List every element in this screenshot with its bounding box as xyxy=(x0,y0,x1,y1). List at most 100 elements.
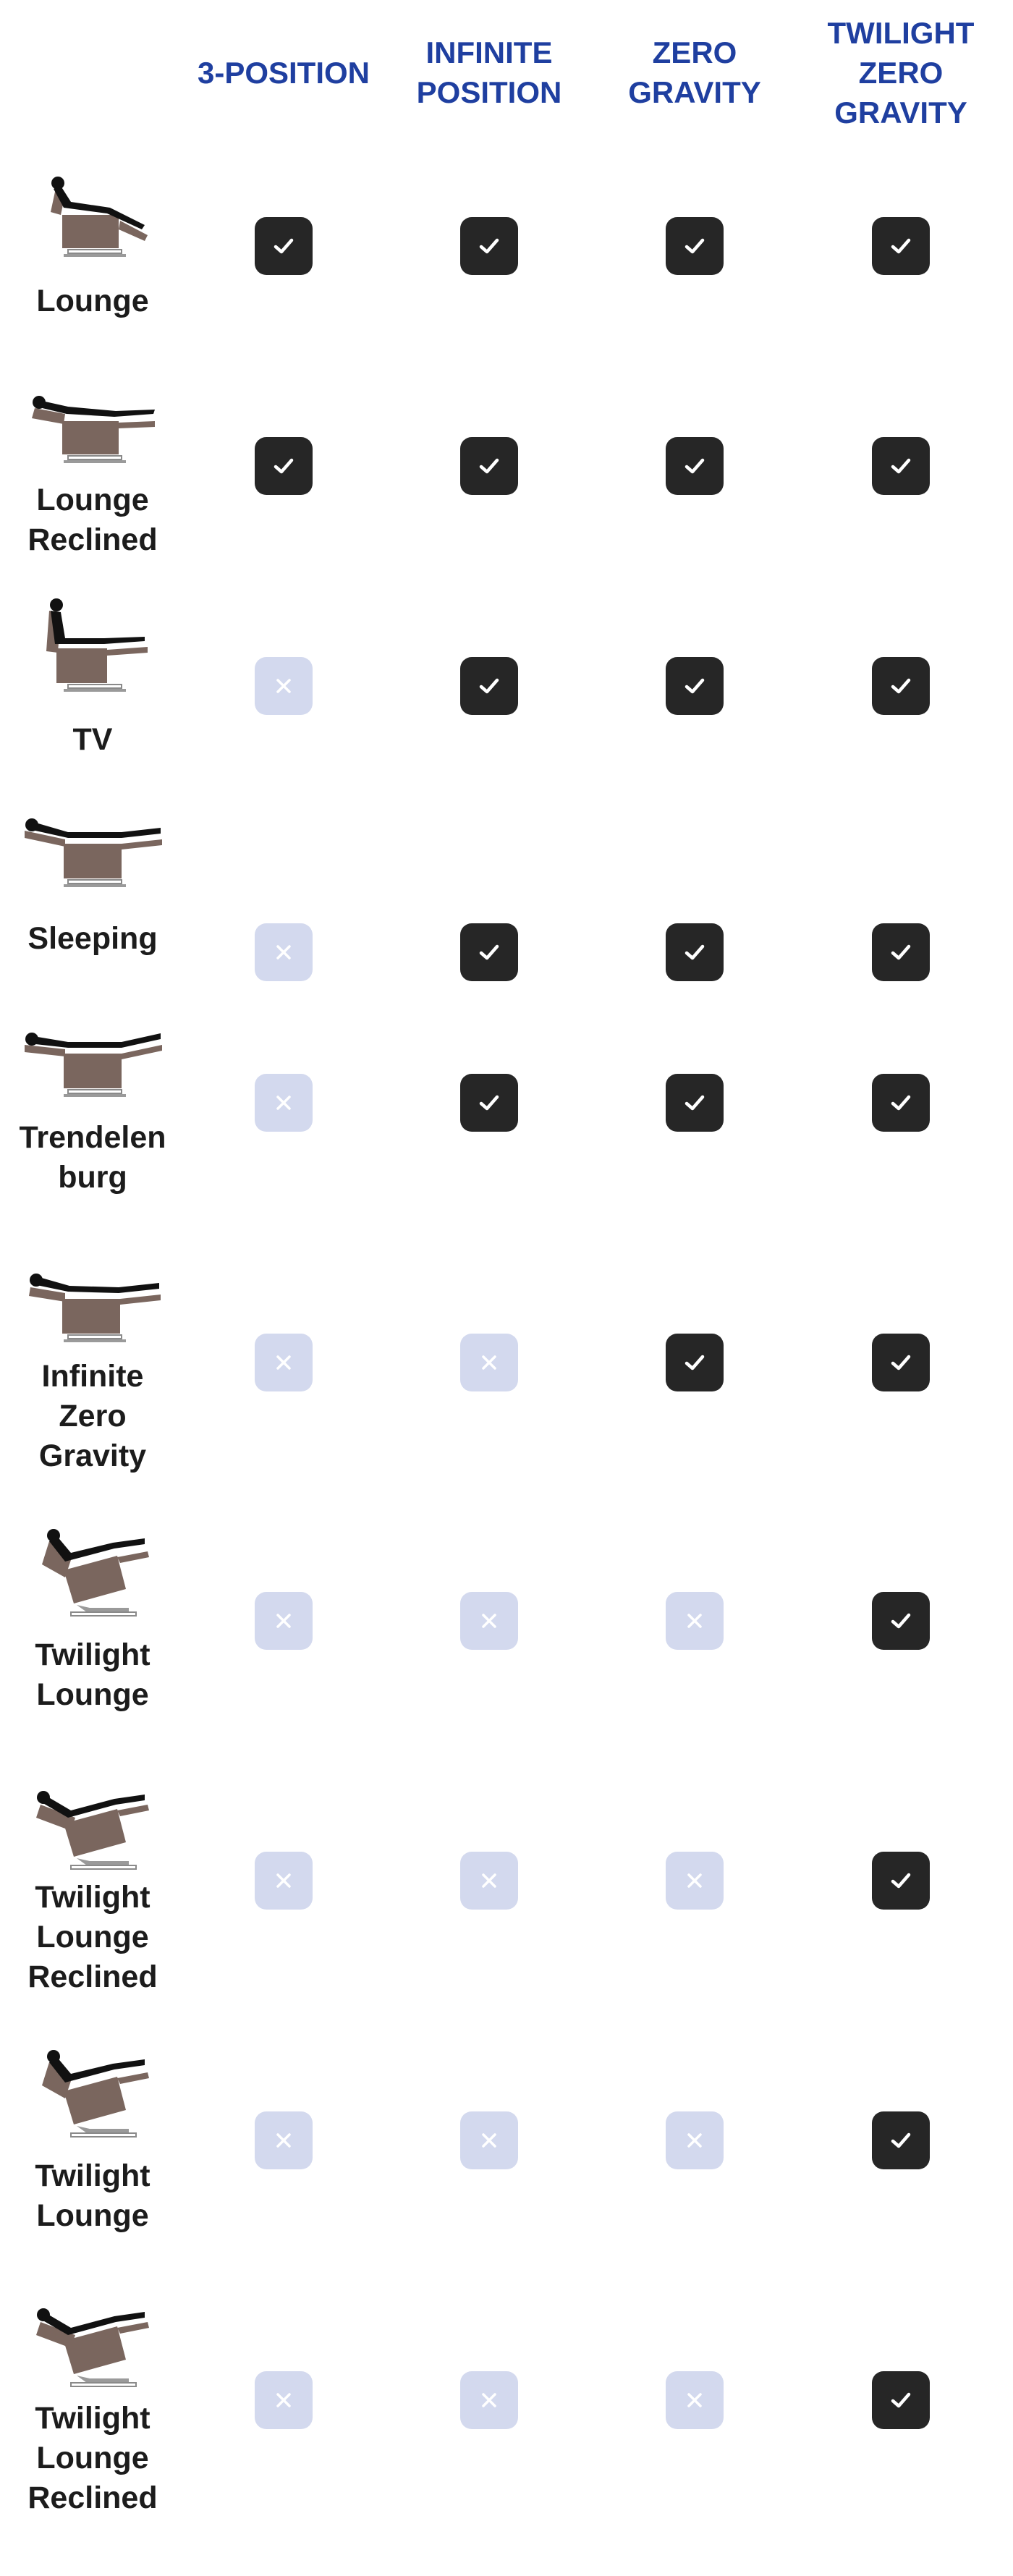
row-label: Twilight Lounge xyxy=(35,2158,151,2233)
checkmark-cell xyxy=(666,437,724,495)
chair-tv-icon xyxy=(20,593,165,698)
checkmark-cell xyxy=(872,1074,930,1132)
checkmark-cell xyxy=(872,2111,930,2169)
cross-icon xyxy=(276,2133,291,2148)
unavailable-cell xyxy=(666,2111,724,2169)
row-label: Twilight Lounge xyxy=(35,1637,151,1712)
check-icon xyxy=(891,1095,911,1111)
row-label: TV xyxy=(72,722,113,757)
checkmark-cell xyxy=(666,657,724,715)
column-header: TWILIGHT ZERO GRAVITY xyxy=(827,15,975,130)
unavailable-cell xyxy=(255,1852,313,1910)
column-header: 3-POSITION xyxy=(197,55,370,90)
check-icon xyxy=(891,2392,911,2408)
row-label: Lounge xyxy=(36,284,149,318)
check-icon xyxy=(891,2132,911,2148)
checkmark-cell xyxy=(255,437,313,495)
row-label: Trendelen burg xyxy=(19,1120,166,1195)
column-header: ZERO GRAVITY xyxy=(628,35,761,109)
unavailable-cell xyxy=(255,1334,313,1391)
checkmark-cell xyxy=(872,217,930,275)
cross-icon xyxy=(276,945,291,959)
cross-icon xyxy=(276,1614,291,1628)
cross-icon xyxy=(687,2393,702,2407)
cross-icon xyxy=(482,1873,496,1888)
row-label: Twilight Lounge Reclined xyxy=(27,1880,158,1994)
cross-icon xyxy=(687,2133,702,2148)
unavailable-cell xyxy=(255,2111,313,2169)
checkmark-cell xyxy=(872,2371,930,2429)
checkmark-cell xyxy=(872,1852,930,1910)
checkmark-cell xyxy=(255,217,313,275)
checkmark-cell xyxy=(872,437,930,495)
chair-lounge-icon xyxy=(20,163,165,268)
chair-lounge-reclined-icon xyxy=(20,376,165,481)
chair-infinite-zero-gravity-icon xyxy=(20,1255,165,1360)
checkmark-cell xyxy=(460,1074,518,1132)
check-icon xyxy=(479,458,499,474)
checkmark-cell xyxy=(666,1334,724,1391)
check-icon xyxy=(891,458,911,474)
checkmark-cell xyxy=(460,923,518,981)
unavailable-cell xyxy=(460,1334,518,1391)
checkmark-cell xyxy=(666,923,724,981)
unavailable-cell xyxy=(255,1592,313,1650)
cross-icon xyxy=(276,679,291,693)
check-icon xyxy=(274,238,294,254)
unavailable-cell xyxy=(255,923,313,981)
row-label: Lounge Reclined xyxy=(27,483,158,557)
checkmark-cell xyxy=(872,657,930,715)
checkmark-cell xyxy=(872,1334,930,1391)
cross-icon xyxy=(482,1355,496,1370)
check-icon xyxy=(891,678,911,694)
unavailable-cell xyxy=(460,2371,518,2429)
check-icon xyxy=(479,238,499,254)
cross-icon xyxy=(276,1096,291,1110)
unavailable-cell xyxy=(666,1592,724,1650)
unavailable-cell xyxy=(255,2371,313,2429)
unavailable-cell xyxy=(460,2111,518,2169)
cross-icon xyxy=(687,1873,702,1888)
checkmark-cell xyxy=(872,1592,930,1650)
cross-icon xyxy=(482,1614,496,1628)
check-icon xyxy=(684,238,705,254)
chair-trendelenburg-icon xyxy=(20,1013,165,1118)
check-icon xyxy=(684,1095,705,1111)
chair-twilight-lounge-reclined-icon xyxy=(20,2290,165,2395)
check-icon xyxy=(479,1095,499,1111)
check-icon xyxy=(479,944,499,960)
row-label: Infinite Zero Gravity xyxy=(38,1359,147,1473)
column-header: INFINITE POSITION xyxy=(416,35,562,109)
check-icon xyxy=(684,944,705,960)
cross-icon xyxy=(482,2393,496,2407)
checkmark-cell xyxy=(460,657,518,715)
check-icon xyxy=(684,458,705,474)
check-icon xyxy=(684,678,705,694)
cross-icon xyxy=(276,2393,291,2407)
checkmark-cell xyxy=(460,217,518,275)
check-icon xyxy=(274,458,294,474)
checkmark-cell xyxy=(872,923,930,981)
cross-icon xyxy=(687,1614,702,1628)
check-icon xyxy=(891,238,911,254)
check-icon xyxy=(891,944,911,960)
cross-icon xyxy=(482,2133,496,2148)
unavailable-cell xyxy=(255,657,313,715)
unavailable-cell xyxy=(666,1852,724,1910)
check-icon xyxy=(891,1873,911,1889)
chair-sleeping-icon xyxy=(20,803,165,908)
check-icon xyxy=(479,678,499,694)
unavailable-cell xyxy=(460,1592,518,1650)
unavailable-cell xyxy=(460,1852,518,1910)
chair-twilight-lounge-icon xyxy=(20,2041,165,2145)
check-icon xyxy=(891,1355,911,1370)
cross-icon xyxy=(276,1355,291,1370)
check-icon xyxy=(684,1355,705,1370)
check-icon xyxy=(891,1613,911,1629)
checkmark-cell xyxy=(666,217,724,275)
row-label: Sleeping xyxy=(27,921,158,956)
checkmark-cell xyxy=(460,437,518,495)
checkmark-cell xyxy=(666,1074,724,1132)
chair-twilight-lounge-icon xyxy=(20,1520,165,1624)
